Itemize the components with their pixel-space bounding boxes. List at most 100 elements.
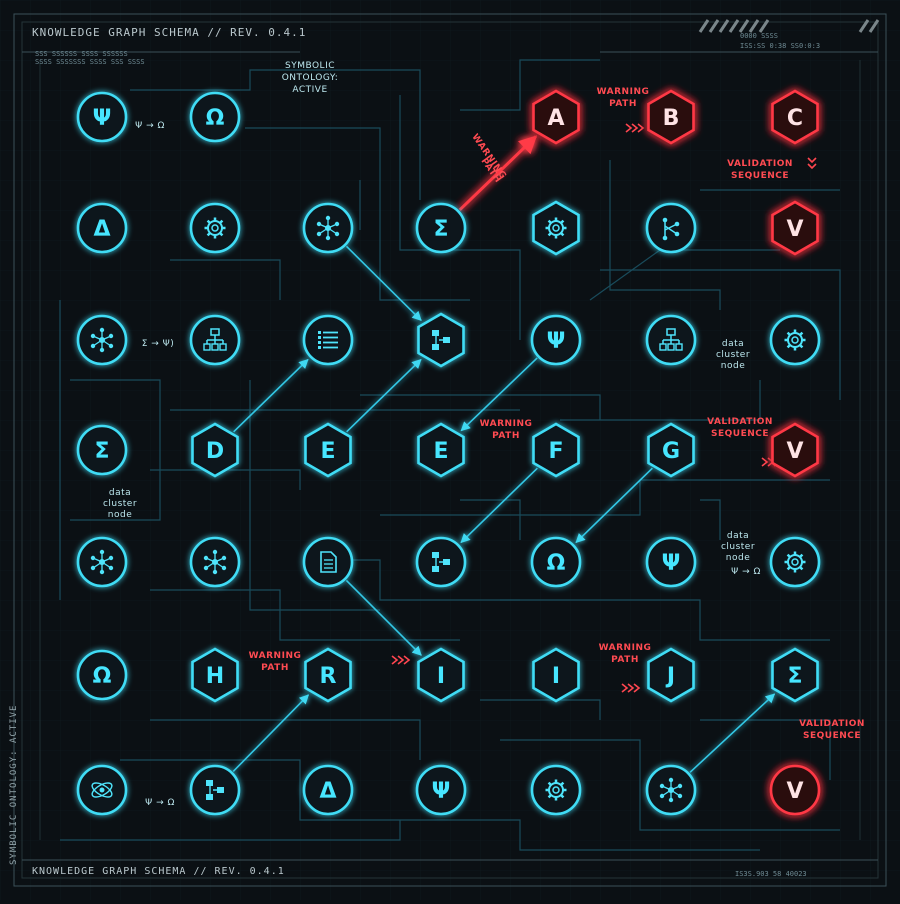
graph-node[interactable] [76,536,128,588]
graph-node[interactable]: Δ [76,202,128,254]
graph-node[interactable]: V [769,764,821,816]
node-hexagon [532,647,580,703]
node-circle [769,314,821,366]
graph-node[interactable]: A [532,89,580,145]
graph-node[interactable] [645,764,697,816]
warning-label: PATH [261,663,289,673]
graph-node[interactable]: D [191,422,239,478]
graph-node[interactable] [189,536,241,588]
graph-node[interactable] [302,202,354,254]
annotation-label: Ψ → Ω [135,121,165,131]
graph-node[interactable] [189,764,241,816]
graph-node[interactable]: F [532,422,580,478]
graph-node[interactable]: J [647,647,695,703]
chevron-icon [807,157,817,170]
graph-node[interactable]: Ψ [645,536,697,588]
trace-line [500,599,830,641]
node-hexagon [532,422,580,478]
graph-node[interactable] [532,200,580,256]
trace-line [460,499,521,540]
graph-node[interactable] [189,202,241,254]
node-glyph: I [552,664,560,689]
graph-node[interactable]: G [647,422,695,478]
node-circle [415,764,467,816]
annotation-label: Ψ → Ω [731,567,761,577]
warning-label: VALIDATION [707,417,773,427]
graph-node[interactable] [645,314,697,366]
graph-node[interactable]: I [417,647,465,703]
graph-node[interactable] [645,202,697,254]
graph-node[interactable] [769,314,821,366]
node-glyph: Ω [93,664,112,689]
graph-node[interactable] [76,314,128,366]
graph-node[interactable] [769,536,821,588]
node-hexagon [647,89,695,145]
node-glyph: E [433,439,448,464]
graph-node[interactable]: Δ [302,764,354,816]
graph-node[interactable]: V [771,200,819,256]
gear-icon [204,217,226,239]
svg-text:ISS:SS 0:38 SS0:0:3: ISS:SS 0:38 SS0:0:3 [740,42,820,50]
graph-node[interactable]: I [532,647,580,703]
graph-node[interactable] [530,764,582,816]
graph-node[interactable]: C [771,89,819,145]
network-icon [316,215,340,241]
graph-node[interactable] [417,312,465,368]
node-glyph: Σ [94,439,109,464]
graph-node[interactable]: Σ [415,202,467,254]
orbit-icon [91,782,113,798]
graph-node[interactable]: Ψ [415,764,467,816]
hierarchy-icon [203,328,227,351]
graph-node[interactable] [302,314,354,366]
graph-node[interactable]: V [771,422,819,478]
graph-node[interactable] [189,314,241,366]
graph-node[interactable]: Σ [76,424,128,476]
graph-node[interactable]: Ω [530,536,582,588]
node-glyph: Ψ [432,779,451,804]
node-glyph: Σ [433,217,448,242]
warning-label: PATH [492,431,520,441]
node-glyph: V [786,217,803,242]
graph-node[interactable] [415,536,467,588]
node-glyph: G [662,439,680,464]
graph-node[interactable]: Ψ [530,314,582,366]
node-hexagon [532,89,580,145]
graph-node[interactable] [76,764,128,816]
graph-node[interactable]: Ω [76,649,128,701]
node-circle [769,764,821,816]
trace-line [480,699,601,720]
node-glyph: Δ [319,779,336,804]
graph-node[interactable]: E [304,422,352,478]
graph-node[interactable] [302,536,354,588]
graph-node[interactable]: Ω [189,91,241,143]
node-glyph: Ψ [547,329,566,354]
node-circle [76,202,128,254]
node-glyph: R [320,664,337,689]
node-hexagon [647,422,695,478]
hazard-stripes [698,19,880,33]
circuit-traces [59,59,841,851]
trace-line [700,499,721,540]
trace-line [560,380,761,421]
warning-label: WARNING [597,87,650,97]
graph-node[interactable]: Σ [771,647,819,703]
node-glyph: Σ [787,664,802,689]
annotation-label: node [108,510,132,520]
nodes: Ψ Ω A B C Δ Σ V Ψ Σ D E E F G V Ω Ψ Ω H R I I J Σ Δ Ψ V [76,89,821,816]
gear-icon [545,217,567,239]
trace-line [399,95,521,340]
trace-line [500,739,840,831]
flowchart-icon [432,330,450,350]
warning-label: SEQUENCE [731,171,789,181]
warning-label: VALIDATION [799,719,865,729]
link-edge [345,245,422,321]
trace-line [600,269,841,400]
graph-node[interactable]: Ψ [76,91,128,143]
graph-node[interactable]: B [647,89,695,145]
graph-node[interactable]: E [417,422,465,478]
node-glyph: F [548,439,563,464]
link-edge [346,358,422,433]
graph-node[interactable]: H [191,647,239,703]
graph-node[interactable]: R [304,647,352,703]
